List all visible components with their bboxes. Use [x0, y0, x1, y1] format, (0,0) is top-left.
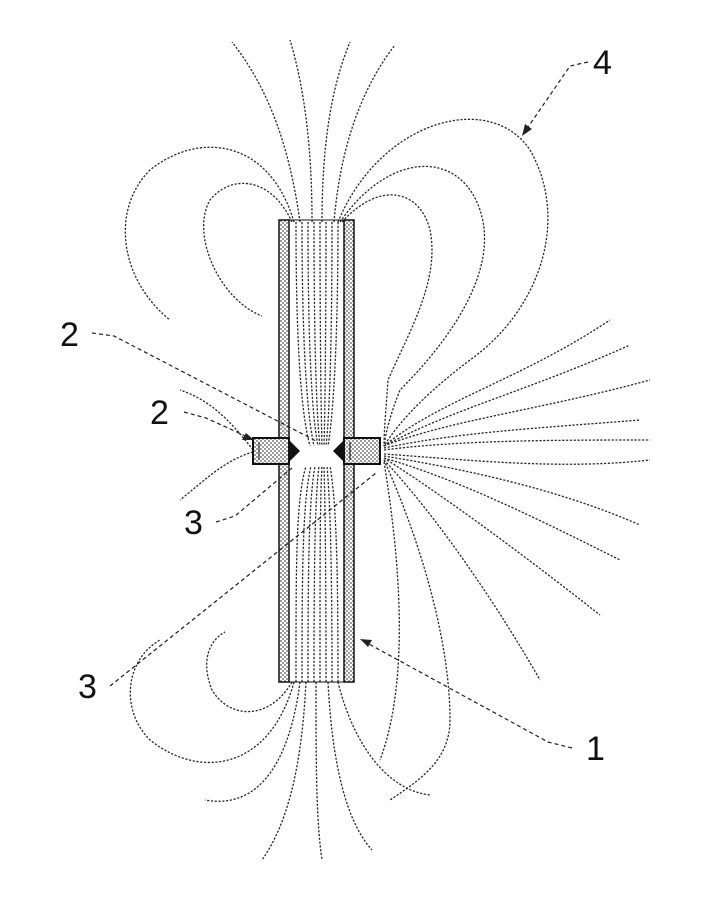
pole-block-right [343, 437, 381, 465]
field-line [383, 455, 641, 526]
field-line [206, 631, 293, 713]
label-2-lower: 2 [150, 394, 169, 432]
field-line [129, 639, 295, 764]
field-line [301, 465, 312, 683]
field-line [295, 221, 311, 447]
field-line [329, 465, 339, 683]
leader-2-upper [91, 332, 317, 442]
reference-labels: 1 2 2 3 3 4 [60, 44, 612, 768]
label-4: 4 [593, 44, 612, 82]
field-line [203, 182, 293, 317]
field-line [383, 453, 651, 465]
field-line [323, 465, 327, 683]
leader-lines [91, 61, 589, 749]
label-3-lower: 3 [78, 668, 97, 706]
field-line [383, 419, 641, 449]
field-line [383, 319, 611, 447]
field-line [383, 459, 541, 681]
gap-tips [289, 440, 344, 462]
field-line [383, 344, 631, 447]
pole-pieces [252, 437, 381, 465]
field-line [341, 194, 433, 447]
field-line [179, 451, 254, 501]
field-line [321, 41, 351, 223]
field-line [313, 221, 321, 447]
leader-3-lower [109, 472, 377, 687]
field-line [327, 681, 373, 851]
leader-2-lower-arrowhead [242, 433, 254, 440]
field-line [379, 461, 400, 761]
gap-tip-left [289, 440, 300, 462]
field-line [289, 39, 313, 223]
field-line [124, 146, 295, 321]
field-line [319, 221, 323, 447]
field-line [315, 681, 323, 861]
field-line [383, 379, 651, 447]
field-line [307, 221, 319, 447]
gap-tip-right [333, 440, 344, 462]
label-3-upper: 3 [184, 504, 203, 542]
pole-block-left [252, 437, 290, 465]
field-line [261, 681, 307, 861]
field-line [301, 221, 315, 447]
field-line [327, 221, 339, 447]
field-line [179, 389, 254, 451]
leader-2-lower [183, 411, 251, 439]
field-line [339, 165, 486, 447]
field-lines [124, 39, 651, 861]
field-line [307, 465, 316, 683]
label-1: 1 [586, 730, 605, 768]
field-line [383, 457, 621, 561]
field-line [313, 465, 320, 683]
leader-1 [366, 642, 573, 749]
leader-1-arrowhead [360, 639, 372, 647]
field-line [204, 681, 301, 802]
field-line [383, 439, 651, 451]
field-line [325, 221, 333, 447]
field-line [333, 44, 396, 223]
field-line [319, 465, 323, 683]
leader-4 [525, 61, 589, 131]
field-line [326, 465, 333, 683]
field-line [383, 459, 451, 801]
field-line [323, 221, 327, 447]
label-2-upper: 2 [60, 316, 79, 354]
field-line [295, 465, 307, 683]
field-line [383, 457, 601, 616]
field-line [231, 41, 301, 223]
field-line [337, 681, 431, 796]
field-line [337, 118, 549, 447]
leader-4-arrowhead [522, 124, 532, 136]
